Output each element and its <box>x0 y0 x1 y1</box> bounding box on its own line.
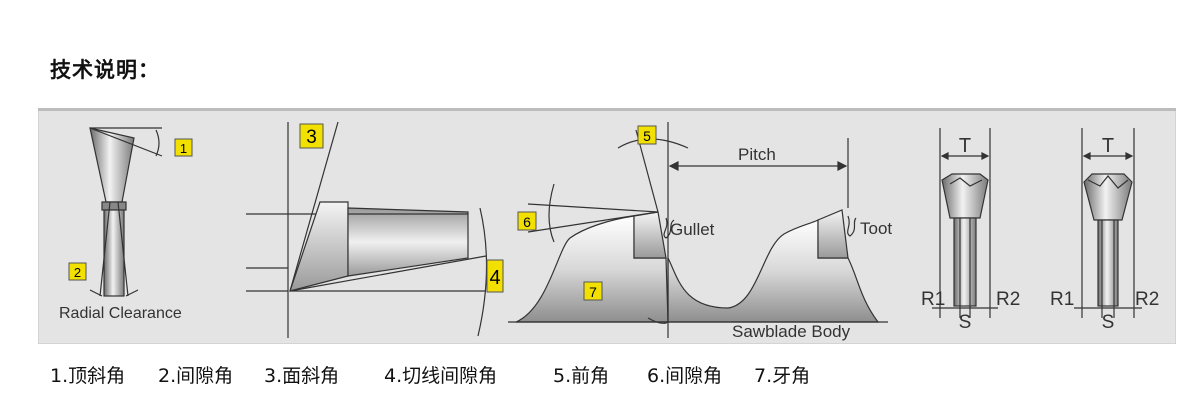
marker-5-text: 5 <box>643 128 651 144</box>
marker-1-text: 1 <box>180 141 187 156</box>
figure-saw-profile <box>508 122 888 338</box>
marker-2-text: 2 <box>74 265 81 280</box>
legend-item-4: 4.切线间隙角 <box>384 365 498 387</box>
s-label-1: S <box>959 312 972 333</box>
tooth-label: Toot <box>860 219 892 238</box>
marker-2: 2 <box>68 262 87 281</box>
radial-clearance-label: Radial Clearance <box>59 305 182 322</box>
legend-item-5: 5.前角 <box>553 365 610 387</box>
legend-item-1: 1.顶斜角 <box>50 365 126 387</box>
marker-7: 7 <box>583 281 603 301</box>
marker-6: 6 <box>517 211 537 231</box>
marker-3: 3 <box>299 123 324 149</box>
marker-4-text: 4 <box>489 267 500 289</box>
r1-label-2: R1 <box>1050 289 1074 310</box>
marker-4: 4 <box>486 259 504 293</box>
pitch-label: Pitch <box>738 145 776 164</box>
marker-1: 1 <box>174 138 193 157</box>
legend-item-3: 3.面斜角 <box>264 365 340 387</box>
gullet-label: Gullet <box>670 220 715 239</box>
figure-tooth-side <box>89 127 163 297</box>
s-label-2: S <box>1102 312 1115 333</box>
legend-item-6: 6.间隙角 <box>647 365 723 387</box>
figure-face-angle <box>246 121 488 338</box>
sawblade-body-label: Sawblade Body <box>732 322 851 341</box>
marker-6-text: 6 <box>523 214 531 230</box>
figure-front-view-2 <box>1074 128 1142 318</box>
r1-label-1: R1 <box>921 289 945 310</box>
t-label-1: T <box>959 135 971 157</box>
marker-7-text: 7 <box>589 284 597 300</box>
r2-label-2: R2 <box>1135 289 1159 310</box>
page-title: 技术说明： <box>50 58 160 82</box>
marker-3-text: 3 <box>306 127 317 148</box>
marker-5: 5 <box>637 125 657 145</box>
legend-item-2: 2.间隙角 <box>158 365 234 387</box>
technical-diagram: 1 2 Radial Clearance 3 4 <box>38 108 1176 344</box>
figure-front-view-1 <box>932 128 998 318</box>
t-label-2: T <box>1102 135 1114 157</box>
r2-label-1: R2 <box>996 289 1020 310</box>
legend-item-7: 7.牙角 <box>754 365 811 387</box>
